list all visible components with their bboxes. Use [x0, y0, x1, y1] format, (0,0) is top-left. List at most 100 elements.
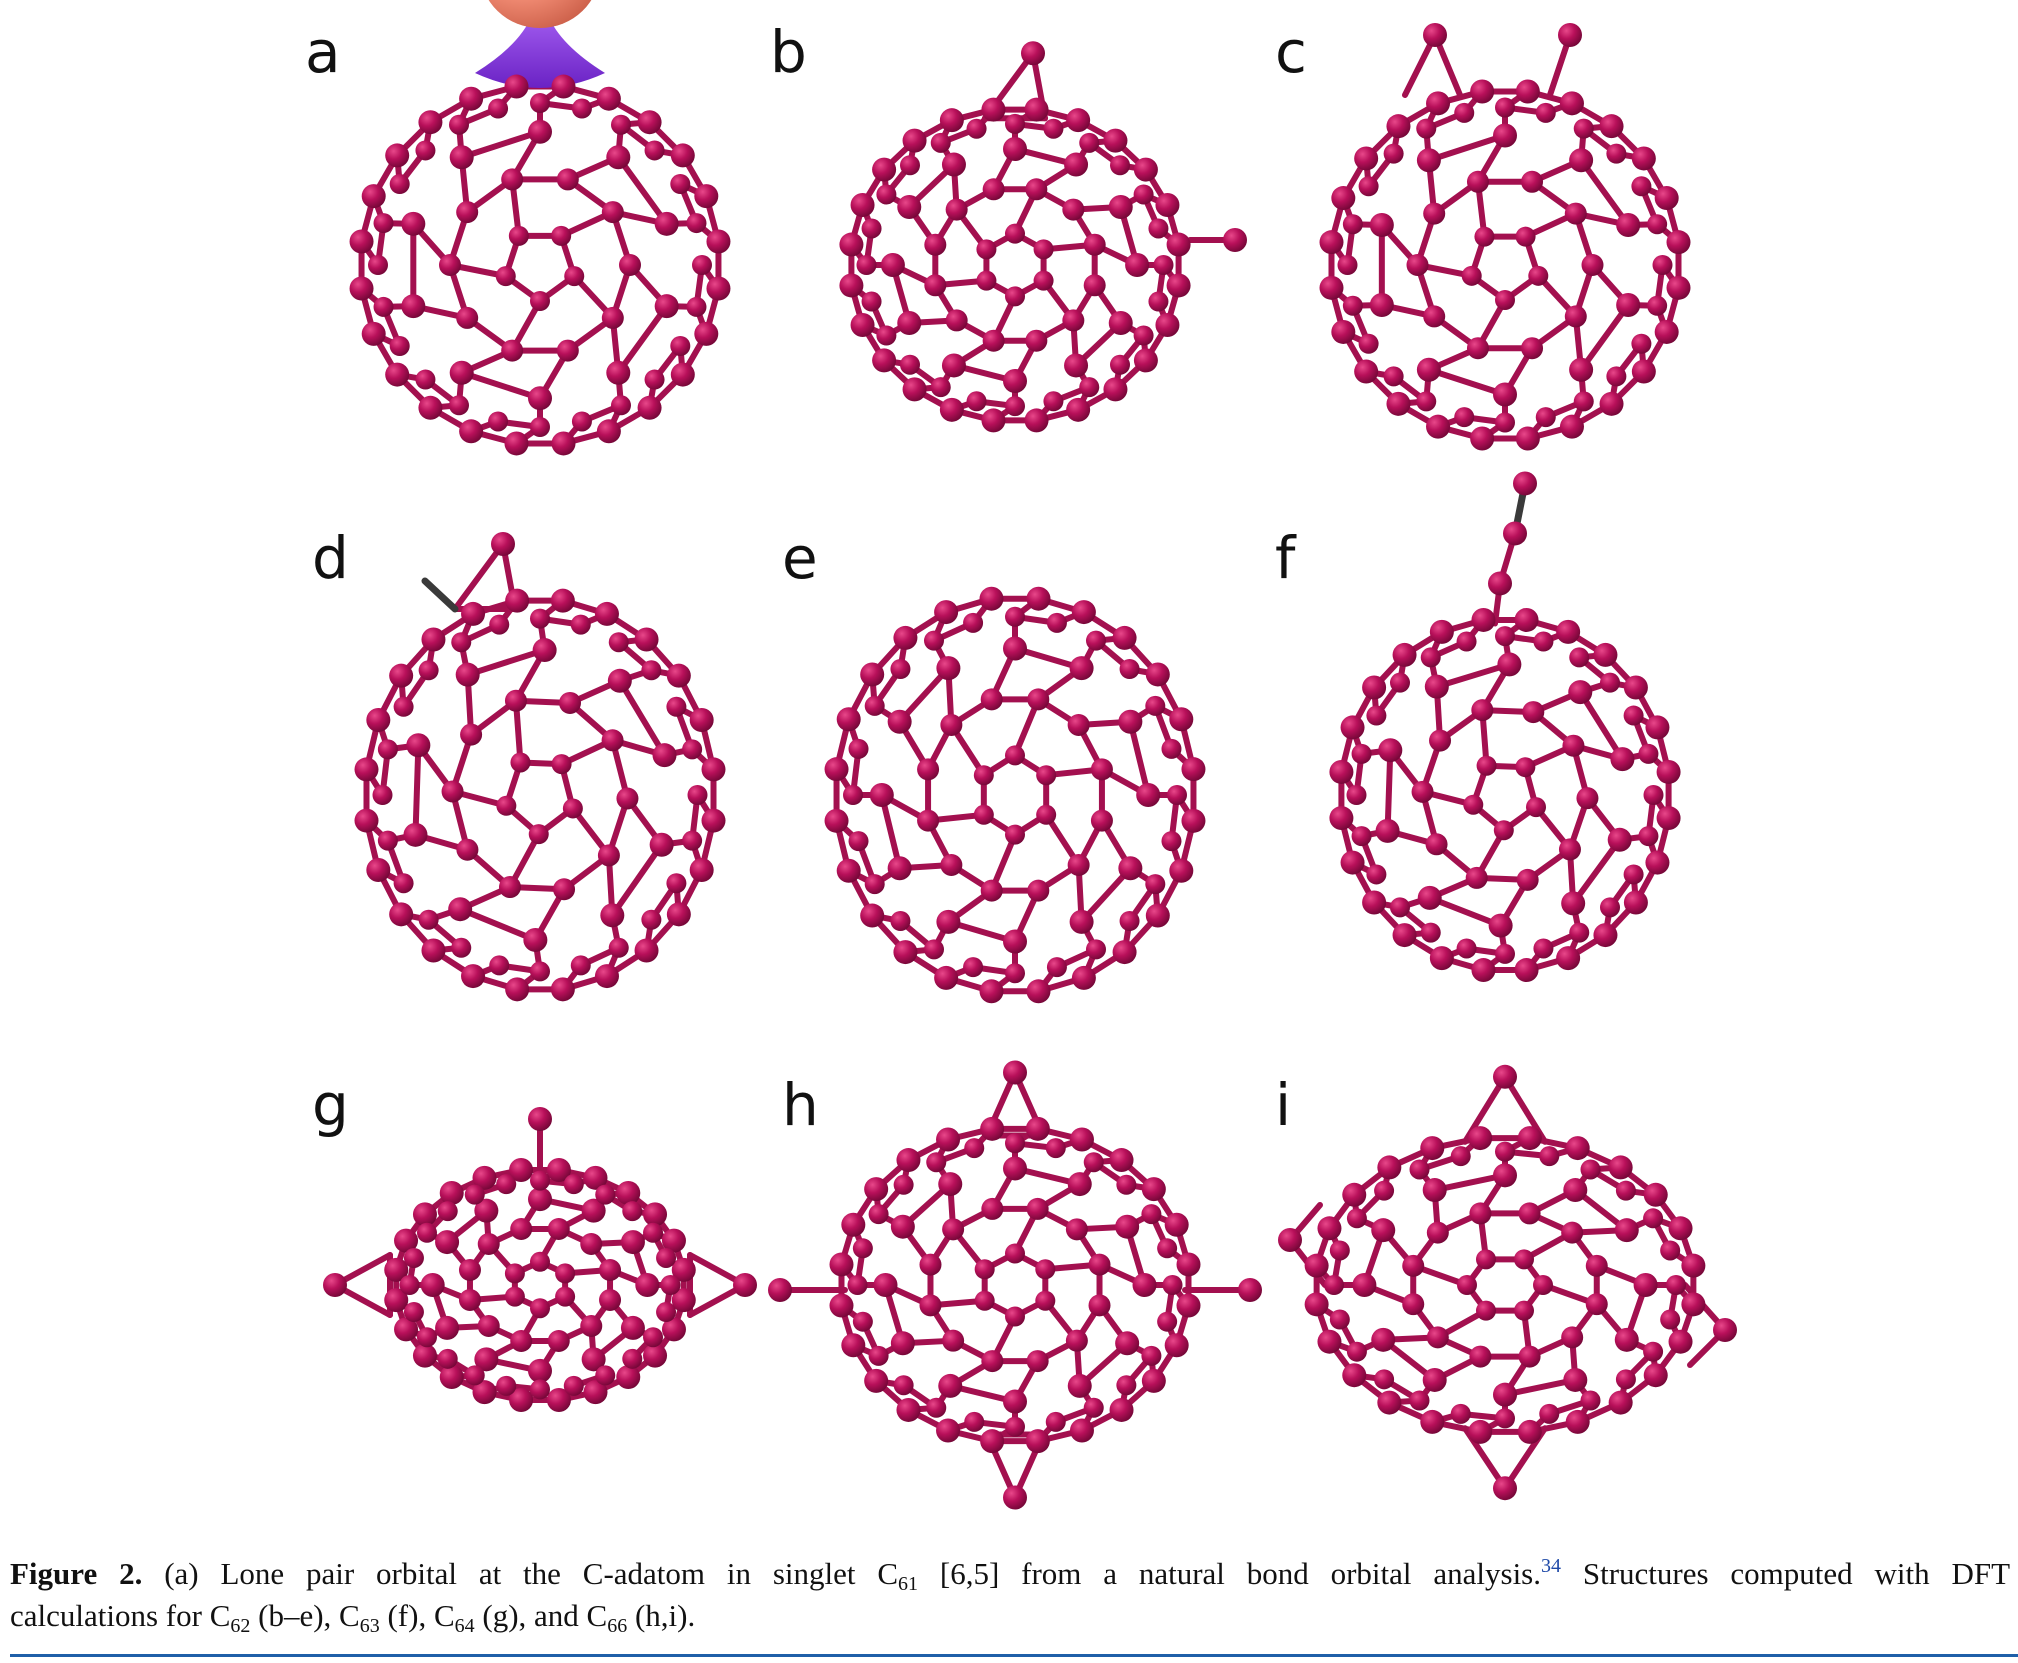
- carbon-atom: [1383, 143, 1404, 164]
- carbon-atom: [1647, 295, 1668, 316]
- carbon-atom: [893, 1174, 914, 1195]
- adatom: [1493, 1476, 1517, 1501]
- carbon-atom: [464, 1184, 485, 1205]
- carbon-atom: [477, 1315, 500, 1338]
- carbon-atom: [979, 586, 1004, 611]
- carbon-atom: [670, 143, 695, 168]
- panel-h: h: [768, 1060, 1262, 1510]
- carbon-atom: [530, 93, 550, 113]
- carbon-atom: [1141, 1345, 1162, 1366]
- carbon-atom: [980, 1116, 1005, 1141]
- carbon-atom: [472, 1165, 497, 1190]
- carbon-atom: [841, 1333, 866, 1358]
- carbon-atom: [459, 86, 484, 111]
- carbon-atom: [528, 1187, 552, 1212]
- carbon-atom: [1516, 868, 1539, 891]
- carbon-atom: [1569, 922, 1590, 943]
- carbon-atom: [451, 632, 472, 653]
- bond: [1127, 718, 1152, 798]
- carbon-atom: [847, 1275, 868, 1295]
- carbon-atom: [1045, 1138, 1066, 1159]
- carbon-atom: [1573, 118, 1594, 139]
- carbon-atom: [941, 152, 966, 177]
- carbon-atom: [1043, 391, 1064, 412]
- carbon-atom: [1638, 826, 1659, 847]
- carbon-atom: [919, 1253, 942, 1276]
- carbon-atom: [1610, 747, 1635, 772]
- carbon-atom: [1561, 1326, 1584, 1349]
- carbon-atom: [980, 879, 1003, 902]
- carbon-atom: [550, 977, 575, 1002]
- carbon-atom: [372, 785, 393, 805]
- carbon-atom: [1569, 647, 1590, 668]
- carbon-atom: [1346, 1341, 1367, 1362]
- carbon-atom: [504, 689, 527, 712]
- carbon-atom: [1362, 675, 1387, 700]
- carbon-atom: [1465, 866, 1488, 889]
- carbon-atom: [1024, 97, 1049, 122]
- carbon-atom: [1456, 938, 1477, 959]
- carbon-atom: [458, 1289, 481, 1312]
- caption-reference[interactable]: 34: [1541, 1555, 1561, 1577]
- carbon-atom: [1340, 715, 1365, 740]
- carbon-atom: [701, 808, 726, 833]
- carbon-atom: [1471, 699, 1494, 722]
- carbon-atom: [403, 1247, 424, 1268]
- carbon-atom: [1561, 1221, 1584, 1244]
- bond: [878, 792, 903, 872]
- carbon-atom: [981, 97, 1006, 122]
- carbon-atom: [1409, 1159, 1430, 1180]
- carbon-atom: [656, 1247, 677, 1268]
- carbon-atom: [1631, 176, 1652, 197]
- carbon-atom: [1132, 1273, 1157, 1297]
- carbon-atom: [1103, 377, 1128, 402]
- carbon-atom: [654, 294, 679, 319]
- carbon-atom: [608, 632, 629, 653]
- carbon-atom: [1535, 102, 1556, 123]
- carbon-atom: [1062, 198, 1085, 221]
- carbon-atom: [868, 1204, 889, 1225]
- carbon-atom: [1005, 1133, 1025, 1154]
- carbon-atom: [1392, 923, 1417, 948]
- carbon-atom: [1497, 652, 1522, 677]
- carbon-atom: [553, 878, 576, 901]
- carbon-atom: [1035, 1290, 1056, 1311]
- carbon-atom: [1383, 366, 1404, 387]
- carbon-atom: [1514, 607, 1539, 632]
- carbon-atom: [1493, 382, 1517, 407]
- carbon-atom: [1133, 157, 1158, 182]
- carbon-atom: [637, 395, 662, 420]
- carbon-atom: [1358, 176, 1379, 197]
- carbon-atom: [1668, 1329, 1693, 1354]
- panel-label-a: a: [305, 18, 341, 86]
- carbon-atom: [930, 132, 951, 153]
- carbon-atom: [394, 1317, 419, 1342]
- carbon-atom: [1565, 1136, 1590, 1161]
- carbon-atom: [1654, 319, 1679, 344]
- carbon-atom: [495, 266, 516, 287]
- carbon-atom: [474, 1198, 499, 1223]
- carbon-atom: [938, 1172, 963, 1197]
- carbon-atom: [873, 1273, 898, 1297]
- carbon-atom: [496, 1375, 517, 1396]
- adatom: [1558, 23, 1582, 47]
- carbon-atom: [1317, 1329, 1342, 1354]
- carbon-atom: [528, 386, 552, 411]
- carbon-atom: [384, 1288, 409, 1313]
- carbon-atom: [1515, 226, 1536, 247]
- carbon-atom: [1556, 946, 1581, 971]
- carbon-atom: [876, 184, 897, 205]
- carbon-atom: [1003, 1156, 1027, 1181]
- caption-subscript-62: 62: [230, 1615, 251, 1637]
- carbon-atom: [1133, 348, 1158, 373]
- carbon-atom: [1426, 91, 1451, 116]
- panel-label-e: e: [782, 524, 818, 592]
- carbon-atom: [1666, 230, 1691, 255]
- carbon-atom: [1164, 1333, 1189, 1358]
- carbon-atom: [449, 114, 469, 135]
- carbon-atom: [917, 809, 940, 832]
- carbon-atom: [489, 614, 510, 635]
- carbon-atom: [601, 729, 624, 752]
- carbon-atom: [829, 1293, 854, 1318]
- carbon-atom: [1005, 1243, 1025, 1264]
